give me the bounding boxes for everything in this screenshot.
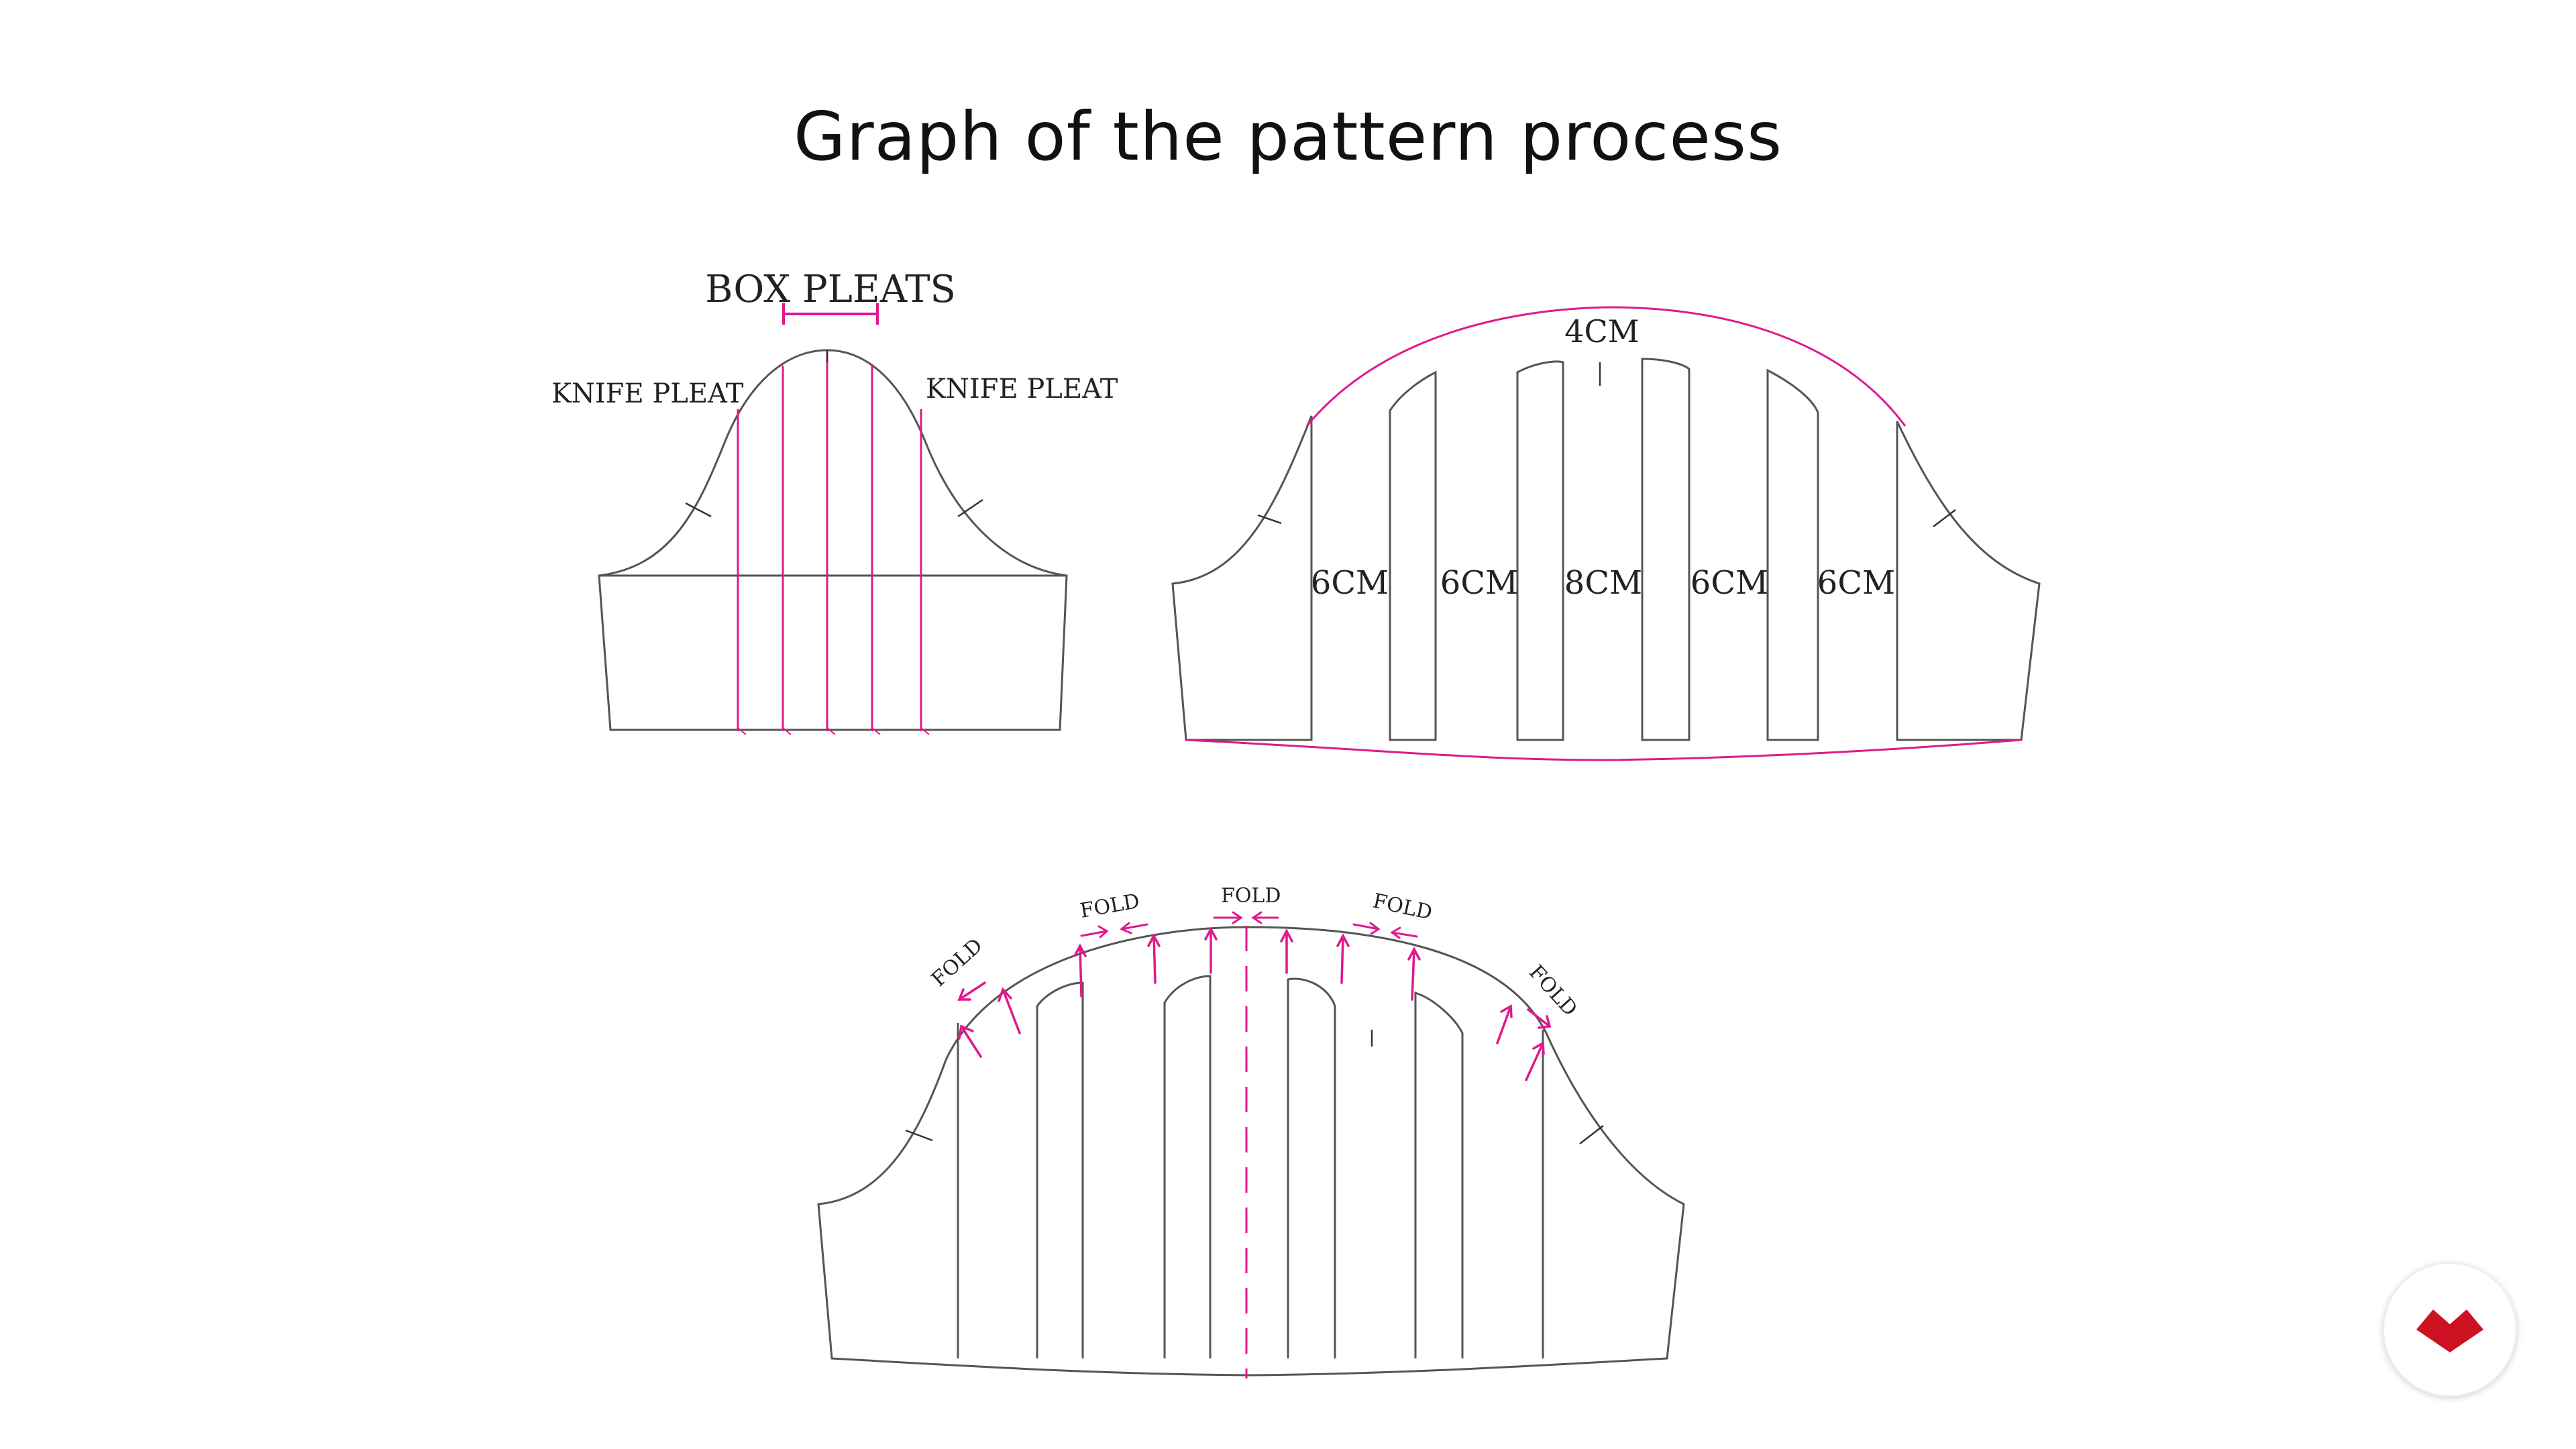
box-pleat-bracket bbox=[782, 303, 879, 325]
fold-label: FOLD bbox=[1078, 890, 1141, 923]
spread-left-piece bbox=[1171, 415, 1313, 741]
knife-pleat-right-label: KNIFE PLEAT bbox=[926, 374, 1118, 405]
gap-label: 6CM bbox=[1311, 564, 1389, 602]
gap-label: 8CM bbox=[1564, 564, 1642, 602]
fold-label: FOLD bbox=[1371, 890, 1434, 925]
knife-pleat-left-label: KNIFE PLEAT bbox=[551, 378, 744, 409]
fold-labels: FOLD FOLD FOLD FOLD FOLD bbox=[927, 884, 1582, 1021]
fold-label: FOLD bbox=[1221, 884, 1281, 908]
folded-sleeve-outline bbox=[817, 926, 1685, 1377]
gap-label: 6CM bbox=[1440, 564, 1518, 602]
gap-labels: 6CM 6CM 8CM 6CM 6CM bbox=[1311, 564, 1895, 602]
sleeve-pattern-original: BOX PLEATS KNIFE PLEAT KNIFE PLEAT bbox=[551, 268, 1118, 735]
notch-marks bbox=[1257, 362, 1956, 527]
spread-new-cap-curve bbox=[1305, 306, 1907, 427]
brand-logo-badge[interactable] bbox=[2383, 1263, 2517, 1397]
sleeve-pattern-spread: 4CM 6CM 6CM 8CM 6CM 6CM bbox=[1171, 306, 2041, 761]
domestika-logo-icon bbox=[2416, 1309, 2483, 1352]
page-title: Graph of the pattern process bbox=[793, 97, 1783, 176]
box-pleats-label: BOX PLEATS bbox=[705, 268, 956, 311]
spread-right-piece bbox=[1896, 421, 2041, 741]
hem-tick-marks bbox=[737, 727, 930, 735]
top-gap-label: 4CM bbox=[1564, 313, 1640, 350]
sleeve-outline bbox=[598, 349, 1068, 731]
fold-arrows bbox=[957, 926, 1552, 1081]
gap-label: 6CM bbox=[1817, 564, 1895, 602]
fold-label: FOLD bbox=[927, 934, 987, 991]
pleat-lines bbox=[737, 350, 922, 731]
fold-direction-arrows bbox=[1080, 911, 1418, 939]
folded-inner-lines bbox=[957, 975, 1544, 1358]
notch-marks bbox=[905, 1030, 1604, 1144]
spread-new-hem-curve bbox=[1185, 739, 2022, 761]
spread-strips bbox=[1389, 358, 1819, 741]
gap-label: 6CM bbox=[1690, 564, 1768, 602]
notch-marks bbox=[685, 350, 983, 518]
sleeve-pattern-folded: FOLD FOLD FOLD FOLD FOLD bbox=[817, 884, 1685, 1379]
